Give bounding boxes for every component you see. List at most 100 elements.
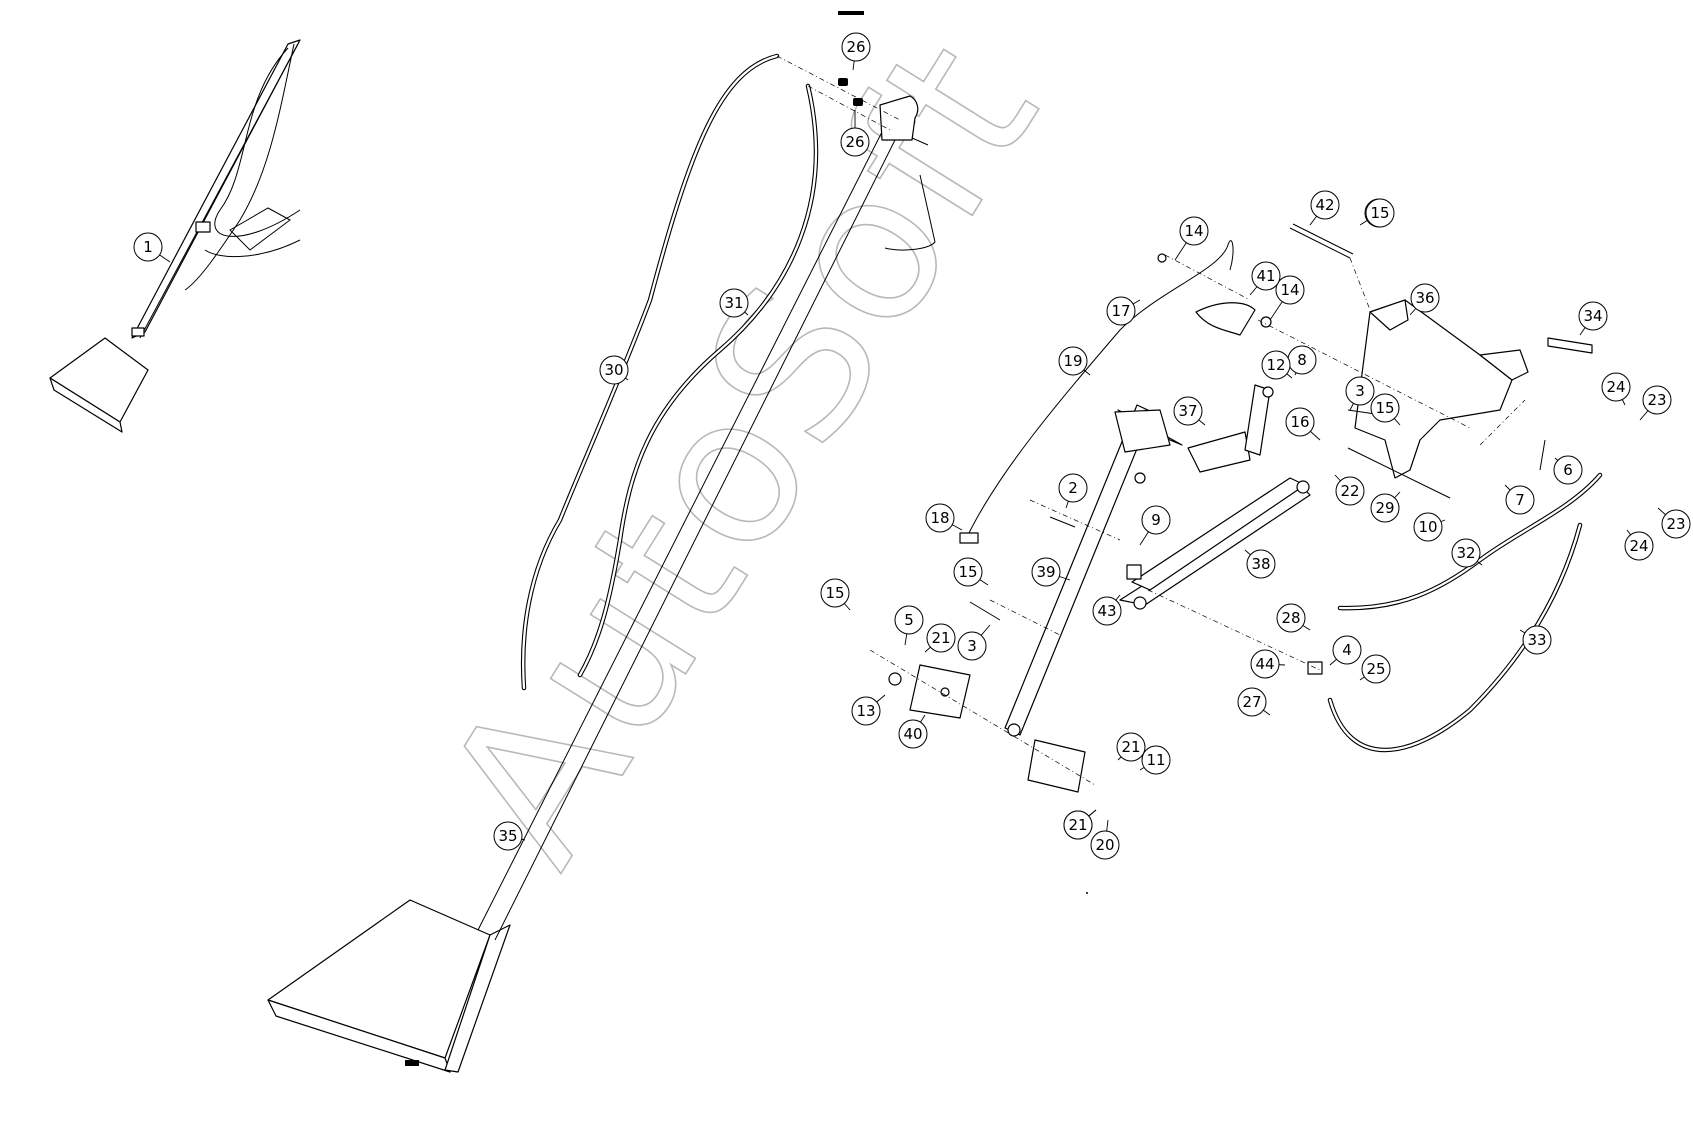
callout-circle (1370, 393, 1400, 423)
hose-31 (577, 83, 819, 678)
callout-label: 2 (1068, 479, 1078, 497)
callout-label: 15 (1375, 399, 1394, 417)
callout-circle (1365, 198, 1395, 228)
plate-34 (1547, 337, 1593, 354)
callout-circle (1261, 350, 1291, 380)
hose-30 (520, 53, 780, 691)
callout-circle (133, 232, 163, 262)
callout-label: 21 (931, 629, 950, 647)
cable-19 (967, 240, 1234, 536)
mount-40b (1027, 739, 1086, 793)
callout-circle (1276, 603, 1306, 633)
callout-circle (1237, 687, 1267, 717)
link-38 (1119, 477, 1311, 610)
callout-circle (1090, 830, 1120, 860)
callout-circle (599, 355, 629, 385)
callout-label: 9 (1151, 511, 1161, 529)
callout-circle (1285, 407, 1315, 437)
callout-circle (1246, 549, 1276, 579)
callout-circle (820, 578, 850, 608)
shield-41 (1195, 302, 1256, 336)
mount-40a (909, 664, 971, 719)
hose-32 (1337, 472, 1603, 611)
frame-36 (1354, 299, 1529, 479)
callout-circle (1451, 538, 1481, 568)
callout-circle (1522, 625, 1552, 655)
callout-circle (926, 623, 956, 653)
callout-label: 43 (1097, 602, 1116, 620)
callout-circle (841, 32, 871, 62)
callout-circle (1642, 385, 1672, 415)
callout-label: 32 (1456, 544, 1475, 562)
callout-label: 25 (1366, 660, 1385, 678)
callout-circle (1092, 596, 1122, 626)
callout-circle (1058, 346, 1088, 376)
callout-circle (1410, 283, 1440, 313)
callout-label: 36 (1415, 289, 1434, 307)
callout-circle (1141, 505, 1171, 535)
callout-label: 28 (1281, 609, 1300, 627)
callout-circle (1250, 649, 1280, 679)
callout-circle (1332, 635, 1362, 665)
callout-label: 21 (1121, 738, 1140, 756)
callout-label: 16 (1290, 413, 1309, 431)
callout-circle (1661, 509, 1691, 539)
callout-label: 23 (1666, 515, 1685, 533)
watermark: AutoSoft (400, 1, 1085, 901)
callout-label: 5 (904, 611, 914, 629)
callout-label: 26 (845, 133, 864, 151)
callout-label: 3 (1355, 382, 1365, 400)
callout-circle (1106, 296, 1136, 326)
callout-label: 14 (1280, 281, 1299, 299)
callout-label: 39 (1036, 563, 1055, 581)
callout-label: 15 (958, 563, 977, 581)
callout-circle (1058, 473, 1088, 503)
callout-label: 26 (846, 38, 865, 56)
callout-circle (1116, 732, 1146, 762)
callout-label: 15 (1370, 204, 1389, 222)
callout-circle (925, 503, 955, 533)
hose-33 (1327, 522, 1583, 753)
callout-label: 1 (143, 238, 153, 256)
callout-label: 3 (967, 637, 977, 655)
callouts: 1233456789101112131414151515151516171819… (133, 32, 1691, 860)
hardware (838, 78, 1546, 686)
callout-circle (493, 821, 523, 851)
callout-circle (1031, 557, 1061, 587)
callout-label: 22 (1340, 482, 1359, 500)
callout-label: 40 (903, 725, 922, 743)
callout-label: 19 (1063, 352, 1082, 370)
callout-label: 38 (1251, 555, 1270, 573)
callout-circle (1601, 372, 1631, 402)
callout-circle (1361, 654, 1391, 684)
callout-label: 17 (1111, 302, 1130, 320)
overview-assembly (49, 39, 301, 433)
callout-label: 6 (1563, 461, 1573, 479)
callout-circle (840, 127, 870, 157)
lift-arm (1004, 404, 1183, 737)
callout-label: 13 (856, 702, 875, 720)
callout-label: 7 (1515, 491, 1525, 509)
callout-circle (1553, 455, 1583, 485)
callout-label: 18 (930, 509, 949, 527)
callout-label: 24 (1606, 378, 1625, 396)
callout-label: 42 (1315, 196, 1334, 214)
construction-lines (776, 55, 1526, 786)
callout-label: 44 (1255, 655, 1274, 673)
callout-label: 30 (604, 361, 623, 379)
callout-circle (1624, 531, 1654, 561)
callout-circle (719, 288, 749, 318)
callout-label: 21 (1068, 816, 1087, 834)
callout-circle (953, 557, 983, 587)
callout-label: 10 (1418, 518, 1437, 536)
callout-circle (1179, 216, 1209, 246)
callout-circle (1173, 396, 1203, 426)
callout-label: 37 (1178, 402, 1197, 420)
callout-label: 11 (1146, 751, 1165, 769)
callout-label: 23 (1647, 391, 1666, 409)
bracket-37 (1187, 384, 1271, 473)
callout-circle (1063, 810, 1093, 840)
callout-circle (898, 719, 928, 749)
callout-circle (1335, 476, 1365, 506)
